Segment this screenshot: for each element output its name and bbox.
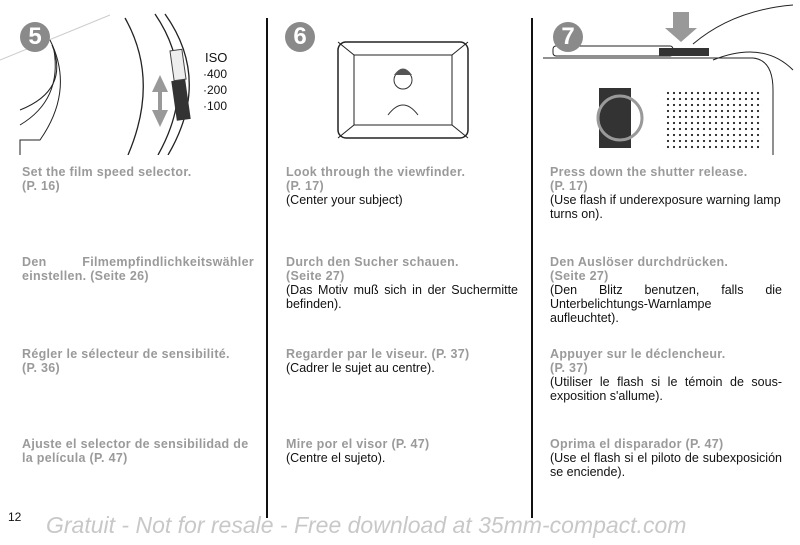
shutter-release-illustration — [543, 4, 794, 155]
column-divider — [531, 18, 533, 518]
page-number: 12 — [8, 510, 22, 524]
step-number-badge: 6 — [285, 22, 315, 52]
iso-label: ISO — [205, 50, 227, 65]
svg-text:·200: ·200 — [203, 83, 227, 97]
film-speed-dial-illustration: ISO ·400 ·200 ·100 — [0, 13, 227, 155]
instruction-en: Press down the shutter release.(P. 17)(U… — [550, 165, 781, 221]
instruction-de: Durch den Sucher schauen.(Seite 27)(Das … — [286, 255, 518, 311]
instruction-es: Mire por el visor (P. 47)(Centre el suje… — [286, 437, 430, 465]
instruction-es: Oprima el disparador (P. 47)(Use el flas… — [550, 437, 782, 479]
instruction-fr: Regarder par le viseur. (P. 37)(Cadrer l… — [286, 347, 470, 375]
step-number-badge: 5 — [20, 22, 50, 52]
instruction-fr: Appuyer sur le déclencheur.(P. 37)(Utili… — [550, 347, 782, 403]
instruction-en: Look through the viewfinder.(P. 17)(Cent… — [286, 165, 466, 207]
column-divider — [266, 18, 268, 518]
svg-text:·400: ·400 — [203, 67, 227, 81]
svg-text:·100: ·100 — [203, 99, 227, 113]
viewfinder-illustration — [337, 41, 469, 139]
instruction-fr: Régler le sélecteur de sensibilité.(P. 3… — [22, 347, 230, 375]
instruction-en: Set the film speed selector.(P. 16) — [22, 165, 192, 193]
step-number-badge: 7 — [553, 22, 583, 52]
watermark: Gratuit - Not for resale - Free download… — [46, 512, 687, 538]
instruction-de: Den Auslöser durchdrücken.(Seite 27)(Den… — [550, 255, 782, 325]
instruction-de: Den Filmempfindlichkeitswähler einstelle… — [22, 255, 254, 283]
instruction-es: Ajuste el selector de sensibilidad de la… — [22, 437, 249, 465]
